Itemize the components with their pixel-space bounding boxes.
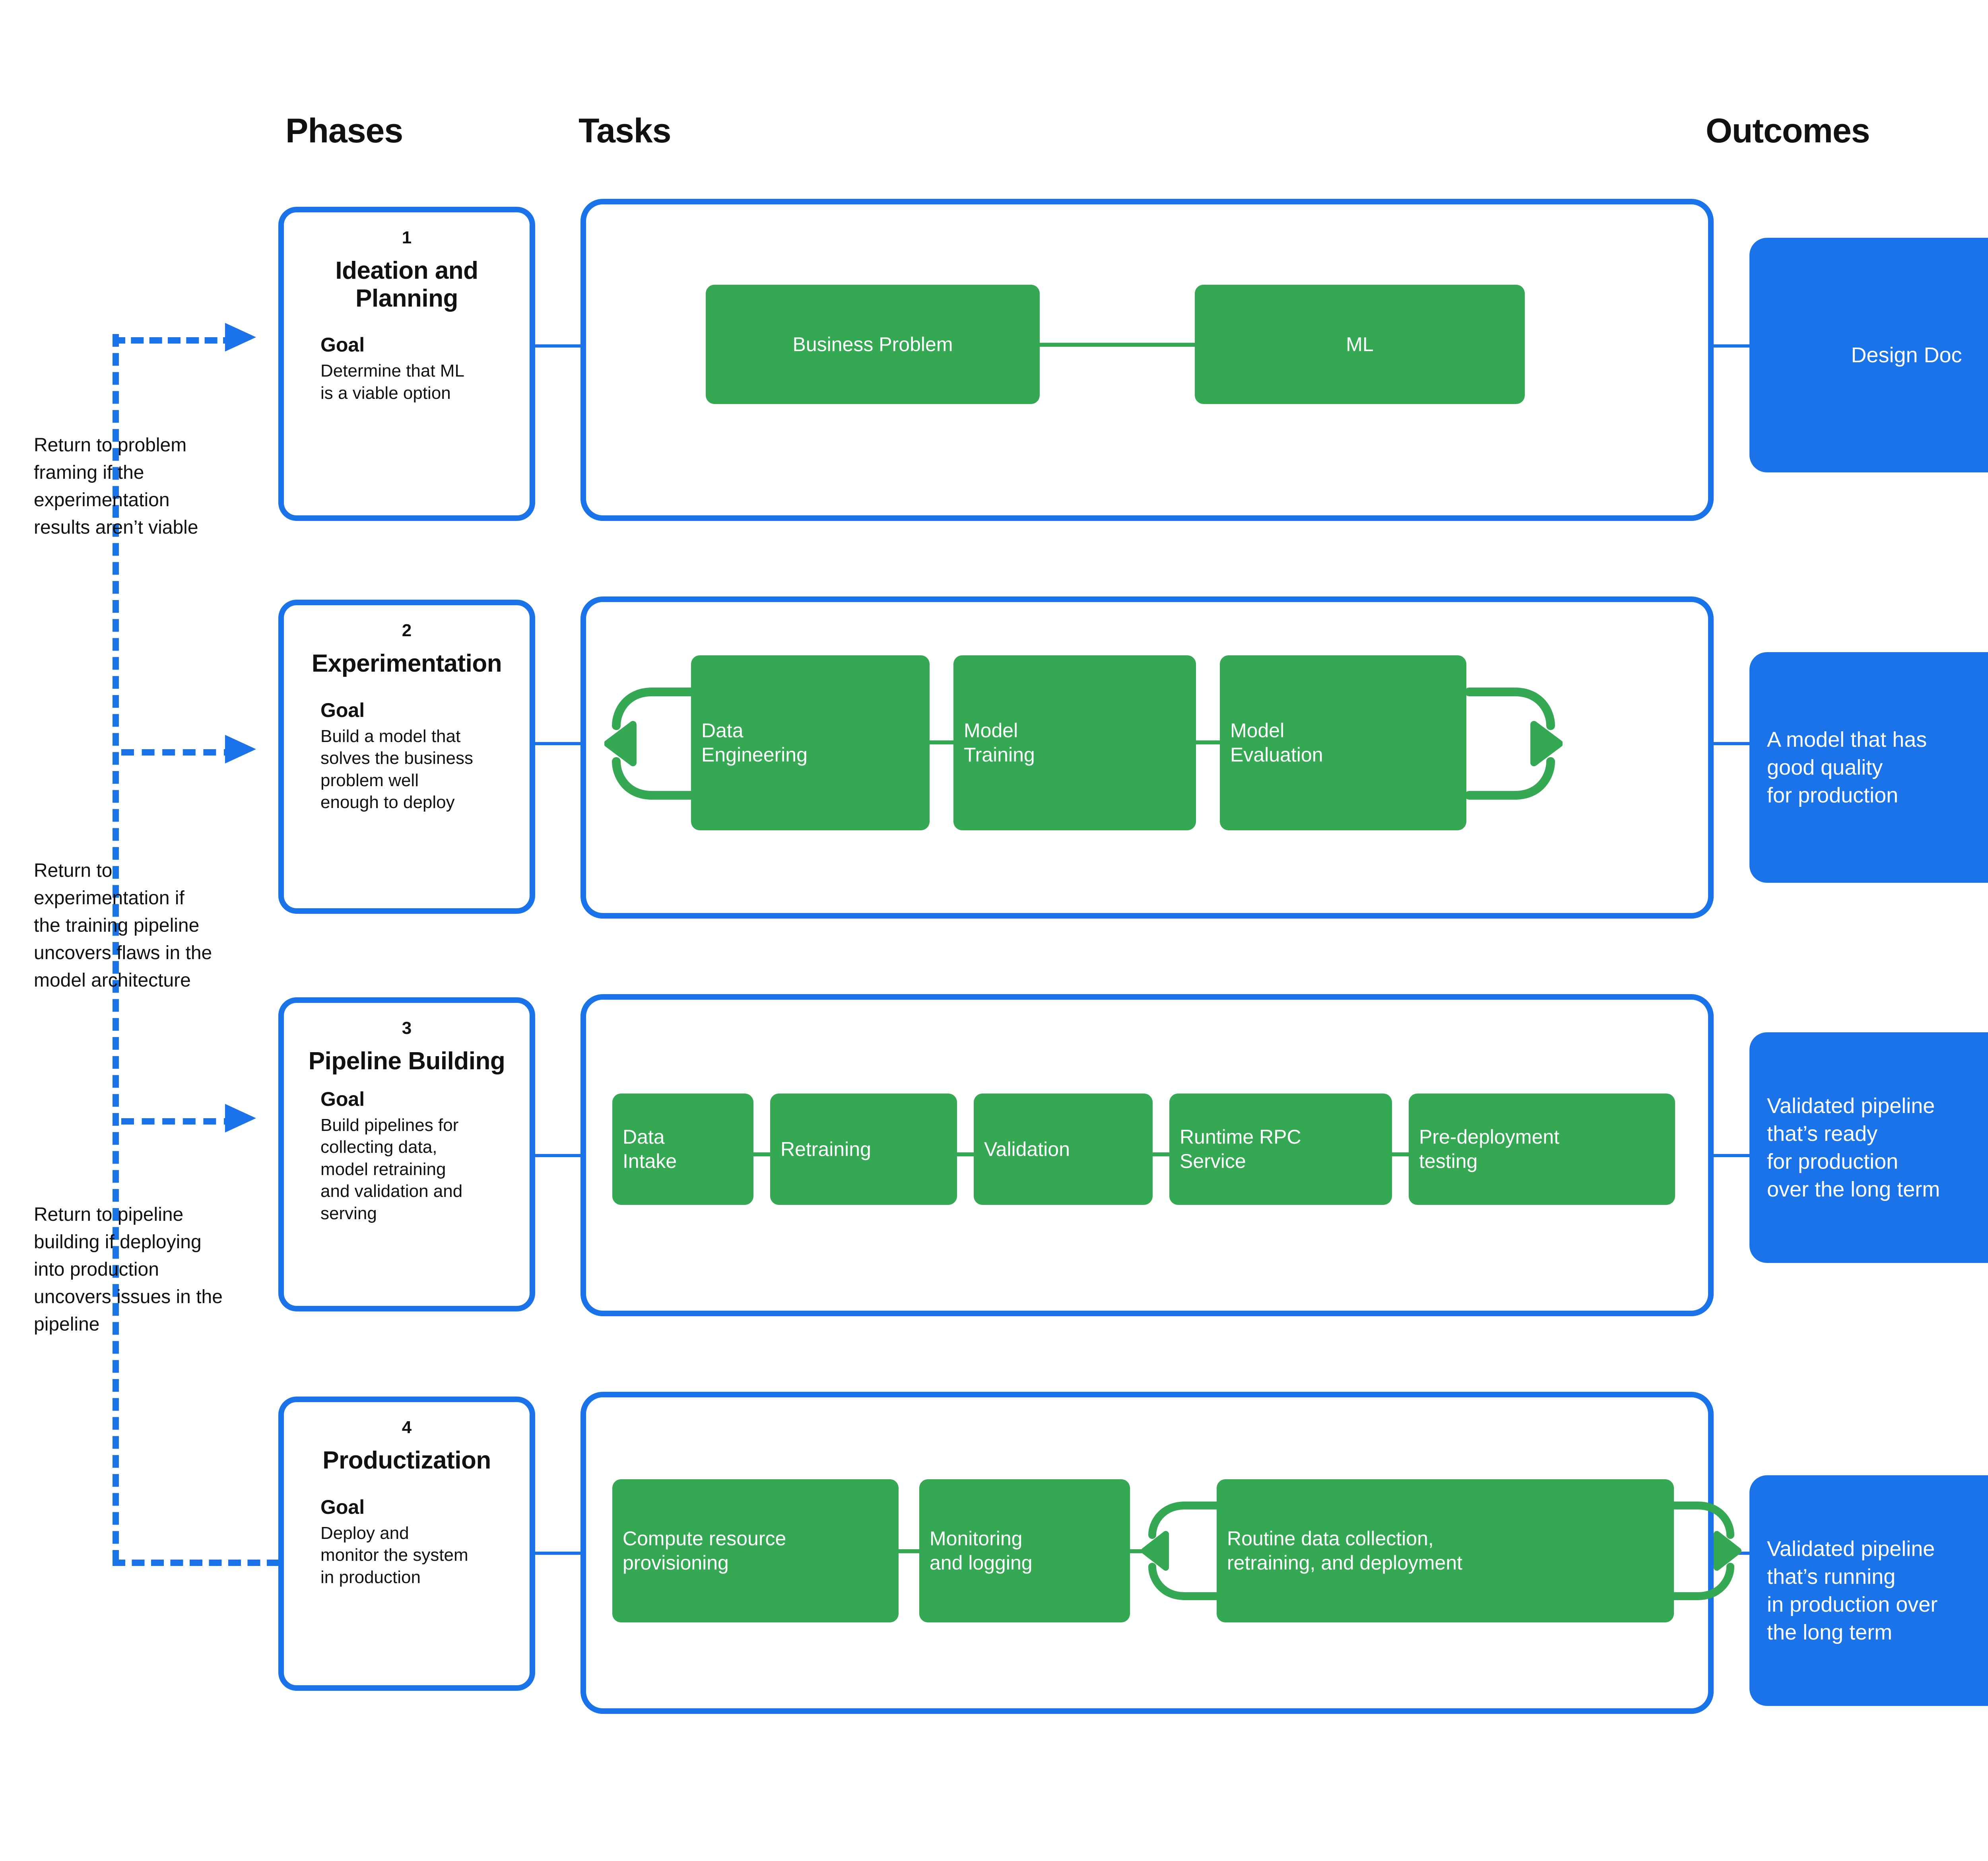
task-box-compute-resource-provisioning[interactable]: Compute resource provisioning — [612, 1479, 899, 1622]
task-box-routine-data-collection[interactable]: Routine data collection, retraining, and… — [1217, 1479, 1674, 1622]
column-header-phases: Phases — [285, 112, 403, 150]
feedback-spine-vertical — [113, 334, 119, 1563]
goal-text-2: Build a model that solves the business p… — [320, 726, 473, 812]
connector-rpc-pdt — [1392, 1152, 1409, 1156]
goal-label-2: Goal — [320, 699, 365, 721]
feedback-arrowhead-phase1 — [225, 323, 256, 352]
phase-goal-block-1: Goal Determine that ML is a viable optio… — [297, 333, 516, 404]
column-header-outcomes: Outcomes — [1706, 112, 1870, 150]
phase-goal-block-3: Goal Build pipelines for collecting data… — [297, 1087, 516, 1224]
phase-title-3: Pipeline Building — [308, 1047, 505, 1075]
connector-mt-me — [1196, 740, 1220, 744]
phase-number-3: 3 — [402, 1018, 412, 1038]
phase-title-4: Productization — [322, 1447, 491, 1474]
connector-di-rt — [753, 1152, 770, 1156]
feedback-branch-bottom — [113, 1560, 280, 1566]
connector-val-rpc — [1153, 1152, 1169, 1156]
task-box-retraining[interactable]: Retraining — [770, 1094, 957, 1205]
annotation-return-to-experimentation-pipeline: Return to experimentation if the trainin… — [34, 860, 212, 991]
annotation-return-to-pipeline-building: Return to pipeline building if deploying… — [34, 1204, 223, 1335]
task-box-validation[interactable]: Validation — [974, 1094, 1153, 1205]
feedback-arrowhead-phase3 — [225, 1104, 256, 1133]
outcome-box-3[interactable]: Validated pipeline that’s ready for prod… — [1749, 1032, 1988, 1263]
connector-phase2-panel2 — [535, 742, 582, 745]
connector-de-mt — [930, 740, 953, 744]
goal-label-4: Goal — [320, 1496, 365, 1518]
task-box-model-training[interactable]: Model Training — [953, 655, 1196, 830]
connector-ml2-rdc — [1130, 1549, 1151, 1553]
phase-number-1: 1 — [402, 228, 412, 247]
task-box-monitoring-and-logging[interactable]: Monitoring and logging — [919, 1479, 1130, 1622]
goal-text-3: Build pipelines for collecting data, mod… — [320, 1115, 463, 1223]
connector-crp-ml2 — [899, 1549, 919, 1553]
task-box-data-intake[interactable]: Data Intake — [612, 1094, 753, 1205]
connector-phase1-panel1 — [535, 344, 582, 348]
annotation-return-to-problem-framing: Return to problem framing if the experim… — [34, 435, 198, 538]
phase-card-3[interactable]: 3 Pipeline Building Goal Build pipelines… — [278, 997, 535, 1311]
feedback-branch-phase2 — [121, 749, 237, 756]
feedback-branch-phase3 — [121, 1118, 237, 1125]
feedback-arrowhead-phase2 — [225, 735, 256, 763]
task-box-runtime-rpc-service[interactable]: Runtime RPC Service — [1169, 1094, 1392, 1205]
connector-phase3-panel3 — [535, 1154, 582, 1157]
phase-card-2[interactable]: 2 Experimentation Goal Build a model tha… — [278, 600, 535, 914]
phase-card-1[interactable]: 1 Ideation and Planning Goal Determine t… — [278, 207, 535, 521]
phase-number-2: 2 — [402, 621, 412, 640]
phase-card-4[interactable]: 4 Productization Goal Deploy and monitor… — [278, 1397, 535, 1691]
phase-number-4: 4 — [402, 1418, 412, 1437]
phase-goal-block-2: Goal Build a model that solves the busin… — [297, 698, 516, 814]
task-box-data-engineering[interactable]: Data Engineering — [691, 655, 930, 830]
phase-title-2: Experimentation — [311, 650, 502, 678]
loop-arrow-left-productization — [1141, 1502, 1221, 1600]
goal-label-1: Goal — [320, 334, 365, 356]
goal-text-1: Determine that ML is a viable option — [320, 361, 464, 403]
loop-arrow-left-experimentation — [604, 688, 702, 800]
feedback-branch-phase1 — [113, 337, 236, 344]
column-header-tasks: Tasks — [579, 112, 671, 150]
outcome-box-1[interactable]: Design Doc — [1749, 238, 1988, 472]
goal-label-3: Goal — [320, 1088, 365, 1110]
task-box-model-evaluation[interactable]: Model Evaluation — [1220, 655, 1466, 830]
phase-title-1: Ideation and Planning — [335, 257, 478, 312]
goal-text-4: Deploy and monitor the system in product… — [320, 1523, 468, 1587]
task-box-pre-deployment-testing[interactable]: Pre-deployment testing — [1409, 1094, 1675, 1205]
connector-phase4-panel4 — [535, 1552, 582, 1555]
connector-panel1-outcome1 — [1714, 344, 1752, 348]
connector-business-problem-ml — [1040, 343, 1195, 347]
loop-arrow-right-experimentation — [1465, 688, 1563, 800]
task-box-ml[interactable]: ML — [1195, 285, 1525, 404]
outcome-box-4[interactable]: Validated pipeline that’s running in pro… — [1749, 1475, 1988, 1706]
loop-arrow-right-productization — [1662, 1502, 1741, 1600]
connector-panel3-outcome3 — [1714, 1154, 1752, 1157]
connector-rt-val — [957, 1152, 974, 1156]
task-box-business-problem[interactable]: Business Problem — [706, 285, 1040, 404]
connector-panel2-outcome2 — [1714, 742, 1752, 745]
outcome-box-2[interactable]: A model that has good quality for produc… — [1749, 652, 1988, 883]
phase-goal-block-4: Goal Deploy and monitor the system in pr… — [297, 1495, 516, 1588]
